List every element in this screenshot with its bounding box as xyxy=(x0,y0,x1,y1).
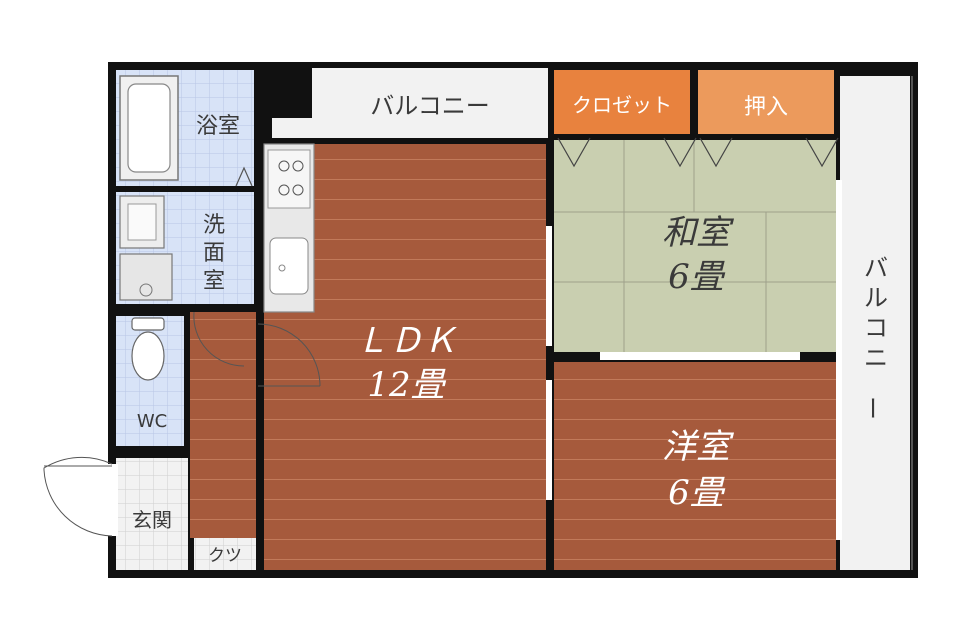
balcony-right-char: ニ xyxy=(864,344,888,372)
balcony-right-char: バ xyxy=(864,254,888,282)
youshitsu-name: 洋室 xyxy=(662,427,735,467)
ldk-name: ＬＤＫ xyxy=(355,321,457,361)
entrance xyxy=(116,458,188,570)
shoe-storage xyxy=(194,538,256,570)
washitsu-room xyxy=(554,140,836,352)
closet xyxy=(554,70,690,134)
wc-label: WC xyxy=(137,411,167,432)
shoes-label: クツ xyxy=(208,546,242,566)
balcony-right xyxy=(840,76,910,570)
balcony-right-char: ル xyxy=(864,284,888,312)
bath-label: 浴室 xyxy=(196,114,240,139)
balcony-right-char: コ xyxy=(864,314,888,342)
washitsu-name: 和室 xyxy=(662,213,735,253)
washroom-label-3: 室 xyxy=(203,269,225,294)
washroom-label-2: 面 xyxy=(203,241,225,266)
entrance-label: 玄関 xyxy=(132,508,172,532)
ldk-size: 12畳 xyxy=(367,365,446,405)
closet-label: クロゼット xyxy=(572,93,672,117)
washroom-label-1: 洗 xyxy=(203,213,225,238)
balcony-right-char: ー xyxy=(858,396,886,420)
youshitsu-room xyxy=(554,362,836,570)
balcony-top-label: バルコニー xyxy=(370,92,490,120)
youshitsu-size: 6畳 xyxy=(668,473,726,513)
oshiire-label: 押入 xyxy=(744,95,788,120)
balcony-right-label: バルコニー xyxy=(858,254,888,420)
washitsu-size: 6畳 xyxy=(668,257,726,297)
hallway xyxy=(190,312,256,538)
oshiire xyxy=(698,70,834,134)
